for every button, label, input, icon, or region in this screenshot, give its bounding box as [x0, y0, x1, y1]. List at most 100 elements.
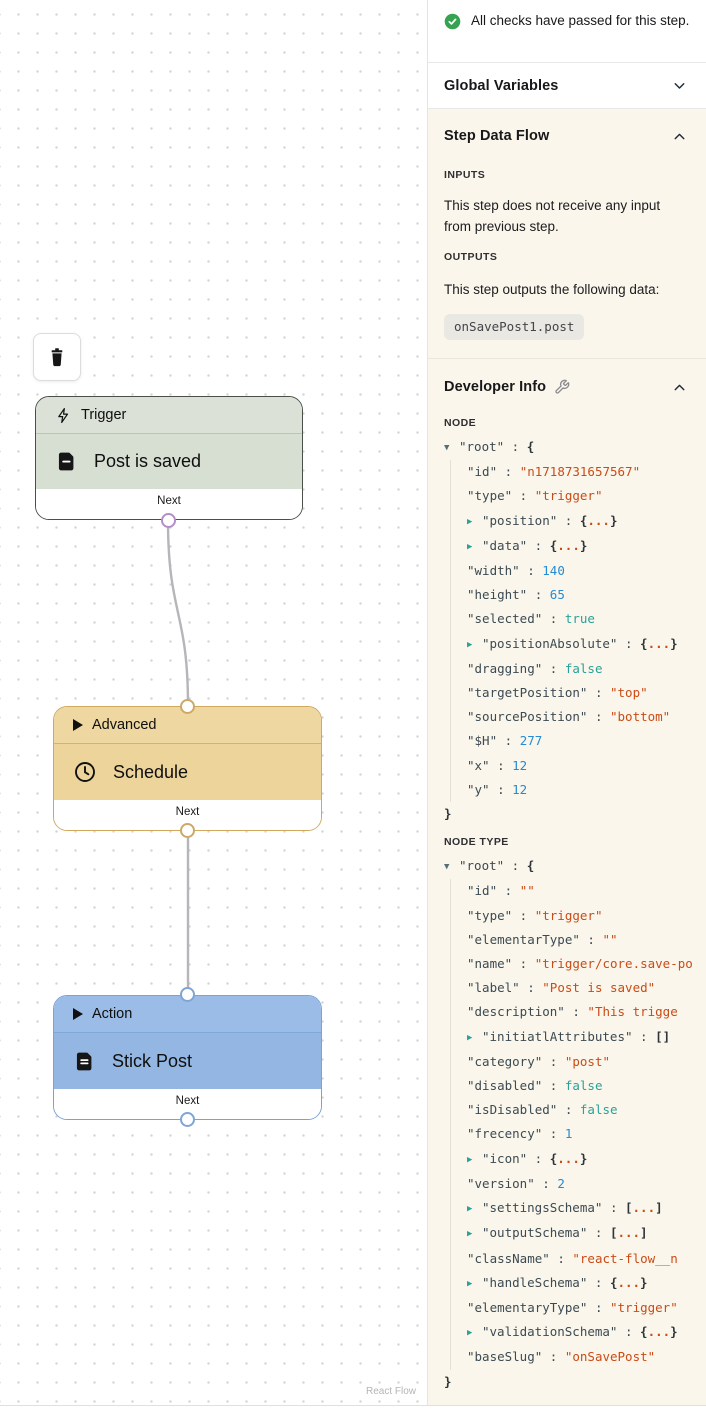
- step-data-flow-header[interactable]: Step Data Flow: [428, 109, 706, 163]
- output-variable-chip: onSavePost1.post: [444, 314, 585, 340]
- node-advanced-body: Schedule: [54, 744, 321, 800]
- expand-arrow-icon[interactable]: ▶: [467, 516, 473, 527]
- json-line: "className" : "react-flow__n: [467, 1250, 678, 1266]
- json-line: "frecency" : 1: [467, 1126, 573, 1142]
- json-line: "isDisabled" : false: [467, 1102, 618, 1118]
- bolt-icon: [58, 407, 69, 423]
- json-line: "y" : 12: [467, 781, 528, 797]
- checks-status-text: All checks have passed for this step.: [471, 13, 690, 28]
- expand-play-icon: [73, 719, 83, 731]
- json-line: "type" : "trigger": [467, 488, 603, 504]
- node-action-header[interactable]: Action: [54, 996, 321, 1033]
- node-action[interactable]: Action Stick Post Next: [53, 995, 322, 1120]
- handle-trigger-source[interactable]: [161, 513, 176, 528]
- handle-action-target[interactable]: [180, 987, 195, 1002]
- expand-arrow-icon[interactable]: ▶: [467, 1328, 473, 1339]
- json-line: "id" : "n1718731657567": [467, 464, 641, 480]
- expand-arrow-icon[interactable]: ▶: [467, 1032, 473, 1043]
- expand-arrow-icon[interactable]: ▶: [467, 639, 473, 650]
- json-line: ▼"root" : {: [444, 435, 706, 460]
- chevron-down-icon: [674, 83, 685, 89]
- json-line: "category" : "post": [467, 1053, 610, 1069]
- node-action-title: Stick Post: [112, 1050, 193, 1071]
- json-line: ▶"settingsSchema" : [...]: [467, 1196, 706, 1221]
- node-advanced[interactable]: Advanced Schedule Next: [53, 706, 322, 831]
- json-line: "version" : 2: [467, 1175, 565, 1191]
- chevron-up-icon: [674, 384, 685, 390]
- node-trigger-kind-label: Trigger: [81, 407, 127, 423]
- json-line: "dragging" : false: [467, 660, 603, 676]
- json-line: "name" : "trigger/core.save-po: [467, 956, 693, 972]
- trash-icon: [51, 348, 63, 367]
- handle-advanced-target[interactable]: [180, 699, 195, 714]
- node-advanced-kind-label: Advanced: [92, 717, 157, 733]
- node-action-body: Stick Post: [54, 1033, 321, 1089]
- json-line: "type" : "trigger": [467, 907, 603, 923]
- developer-info-header[interactable]: Developer Info: [428, 359, 706, 409]
- expand-play-icon: [73, 1008, 83, 1020]
- collapse-arrow-icon[interactable]: ▼: [444, 862, 450, 873]
- handle-action-source[interactable]: [180, 1112, 195, 1127]
- delete-node-button[interactable]: [33, 333, 81, 381]
- chevron-up-icon: [674, 133, 685, 139]
- json-line: "targetPosition" : "top": [467, 685, 648, 701]
- json-line: "sourcePosition" : "bottom": [467, 709, 671, 725]
- note-icon: [58, 452, 74, 471]
- node-action-kind-label: Action: [92, 1006, 133, 1022]
- handle-advanced-source[interactable]: [180, 823, 195, 838]
- json-line: "id" : "": [467, 883, 535, 899]
- json-line: }: [444, 806, 452, 822]
- inputs-label: INPUTS: [444, 169, 486, 181]
- clock-icon: [75, 762, 95, 782]
- node-trigger-title: Post is saved: [94, 451, 202, 471]
- json-line: "label" : "Post is saved": [467, 980, 656, 996]
- node-trigger[interactable]: Trigger Post is saved Next: [35, 396, 303, 520]
- json-line: ▶"data" : {...}: [467, 534, 706, 559]
- global-variables-title: Global Variables: [444, 77, 559, 94]
- node-type-json-label: NODE TYPE: [444, 836, 509, 849]
- step-data-flow-section: Step Data Flow INPUTS This step does not…: [428, 108, 706, 358]
- global-variables-section-header[interactable]: Global Variables: [428, 62, 706, 108]
- json-line: "height" : 65: [467, 587, 565, 603]
- json-line: }: [444, 1373, 452, 1389]
- developer-info-section: Developer Info NODE ▼"root" : { "id" : "n…: [428, 358, 706, 1405]
- json-line: ▶"outputSchema" : [...]: [467, 1221, 706, 1246]
- json-line: ▶"position" : {...}: [467, 509, 706, 534]
- expand-arrow-icon[interactable]: ▶: [467, 541, 473, 552]
- flow-canvas[interactable]: Trigger Post is saved Next Advanced: [0, 0, 427, 1405]
- json-line: "x" : 12: [467, 757, 528, 773]
- expand-arrow-icon[interactable]: ▶: [467, 1204, 473, 1215]
- json-line: ▶"icon" : {...}: [467, 1147, 706, 1172]
- json-line: "disabled" : false: [467, 1078, 603, 1094]
- json-line: "elementaryType" : "trigger": [467, 1299, 678, 1315]
- json-line: ▶"initiatlAttributes" : []: [467, 1025, 706, 1050]
- json-line: "description" : "This trigge: [467, 1004, 678, 1020]
- node-json-label: NODE: [444, 417, 477, 429]
- wrench-icon: [555, 379, 570, 394]
- expand-arrow-icon[interactable]: ▶: [467, 1278, 473, 1289]
- edge-trigger-advanced: [166, 519, 190, 707]
- expand-arrow-icon[interactable]: ▶: [467, 1154, 473, 1165]
- outputs-label: OUTPUTS: [444, 251, 498, 263]
- expand-arrow-icon[interactable]: ▶: [467, 1229, 473, 1240]
- react-flow-attribution[interactable]: React Flow: [365, 1386, 416, 1397]
- json-line: "width" : 140: [467, 563, 565, 579]
- checks-status: All checks have passed for this step.: [428, 0, 706, 62]
- node-trigger-header: Trigger: [36, 397, 302, 434]
- json-line: "elementarType" : "": [467, 931, 618, 947]
- collapse-arrow-icon[interactable]: ▼: [444, 443, 450, 453]
- step-details-panel: All checks have passed for this step. Gl…: [427, 0, 706, 1405]
- json-line: ▼"root" : {: [444, 854, 706, 879]
- outputs-description: This step outputs the following data:: [444, 282, 660, 297]
- step-data-flow-title: Step Data Flow: [444, 128, 550, 144]
- json-line: "$H" : 277: [467, 733, 543, 749]
- json-line: "baseSlug" : "onSavePost": [467, 1349, 656, 1365]
- json-line: ▶"positionAbsolute" : {...}: [467, 632, 706, 657]
- note-lines-icon: [76, 1052, 92, 1070]
- json-line: ▶"handleSchema" : {...}: [467, 1271, 706, 1296]
- check-circle-icon: [444, 13, 461, 30]
- node-trigger-body: Post is saved: [36, 434, 302, 489]
- json-line: "selected" : true: [467, 611, 595, 627]
- node-advanced-title: Schedule: [113, 761, 189, 782]
